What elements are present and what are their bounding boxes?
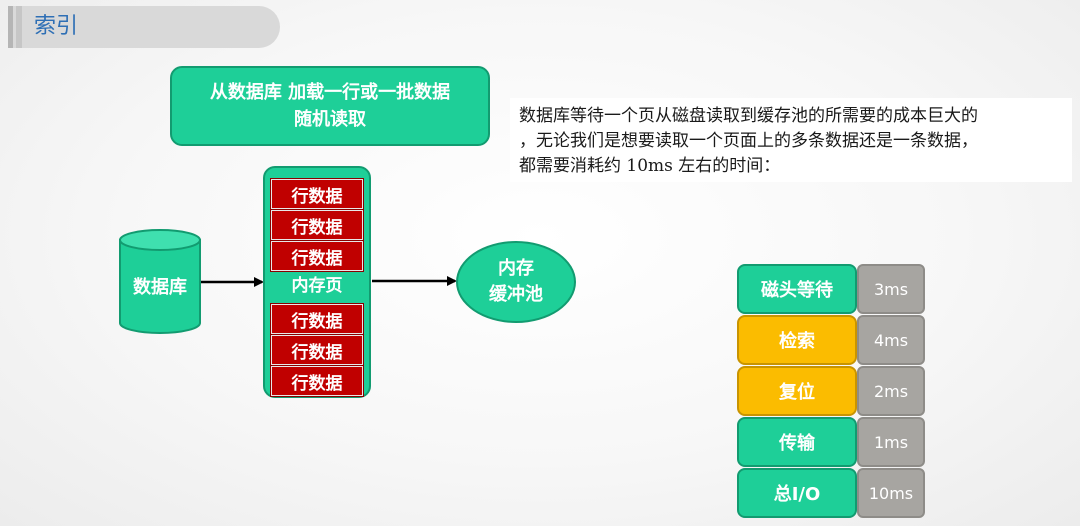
cost-value-transfer: 1ms	[857, 417, 925, 467]
note-line3: 都需要消耗约 10ms 左右的时间：	[519, 156, 781, 176]
cost-value-head-wait: 3ms	[857, 264, 925, 314]
buffer-pool-line2: 缓冲池	[489, 284, 543, 305]
row-data-cell: 行数据	[270, 240, 364, 272]
cost-label-transfer: 传输	[737, 417, 857, 467]
note-line1: 数据库等待一个页从磁盘读取到缓存池的所需要的成本巨大的	[519, 106, 978, 126]
cost-value-seek: 4ms	[857, 315, 925, 365]
row-data-cell: 行数据	[270, 303, 364, 335]
row-data-cell: 行数据	[270, 365, 364, 397]
row-data-cell: 行数据	[270, 334, 364, 366]
load-data-box: 从数据库 加载一行或一批数据 随机读取	[170, 66, 490, 146]
cost-label-reset: 复位	[737, 366, 857, 416]
title-bar-stripe	[8, 6, 22, 48]
cost-label-seek: 检索	[737, 315, 857, 365]
buffer-pool-line1: 内存	[498, 258, 534, 279]
memory-page-label: 内存页	[291, 276, 343, 296]
cost-value-total-io: 10ms	[857, 468, 925, 518]
cost-label-total-io: 总I/O	[737, 468, 857, 518]
page-title: 索引	[34, 14, 79, 39]
note-line2: ，无论我们是想要读取一个页面上的多条数据还是一条数据，	[519, 131, 978, 151]
load-box-line1: 从数据库 加载一行或一批数据	[209, 82, 451, 103]
explanation-note: 数据库等待一个页从磁盘读取到缓存池的所需要的成本巨大的 ，无论我们是想要读取一个…	[510, 98, 1072, 182]
cost-value-reset: 2ms	[857, 366, 925, 416]
row-data-cell: 行数据	[270, 209, 364, 241]
row-data-cell: 行数据	[270, 178, 364, 210]
database-cylinder	[119, 229, 201, 334]
load-box-line2: 随机读取	[293, 109, 366, 130]
cost-label-head-wait: 磁头等待	[737, 264, 857, 314]
title-bar	[8, 6, 280, 48]
buffer-pool-ellipse: 内存 缓冲池	[456, 241, 576, 323]
database-label: 数据库	[133, 277, 187, 298]
